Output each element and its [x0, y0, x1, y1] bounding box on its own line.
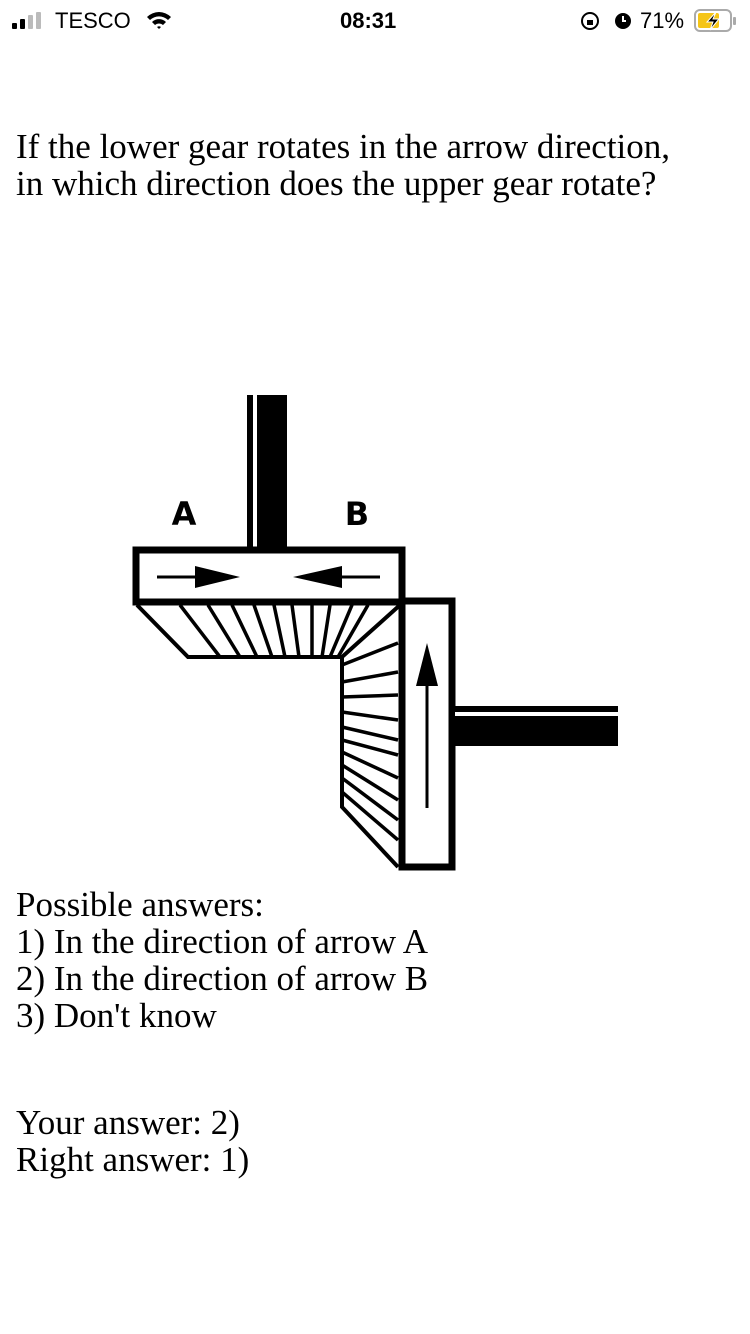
label-a: A [172, 495, 197, 533]
right-answer: Right answer: 1) [16, 1140, 250, 1179]
arrow-b-icon [293, 566, 380, 588]
alarm-icon [615, 13, 631, 29]
lower-gear-teeth [340, 641, 400, 869]
your-answer: Your answer: 2) [16, 1103, 240, 1142]
question-text: If the lower gear rotates in the arrow d… [16, 128, 736, 202]
answer-option-2: 2) In the direction of arrow B [16, 959, 429, 998]
label-b: B [345, 495, 369, 533]
rotation-arrow-icon [416, 643, 438, 808]
question-line-1: If the lower gear rotates in the arrow d… [16, 127, 671, 166]
clock-time: 08:31 [340, 8, 397, 33]
battery-percent: 71% [640, 8, 685, 33]
carrier-name: TESCO [55, 8, 131, 33]
gear-diagram: A B [132, 395, 618, 871]
question-line-2: in which direction does the upper gear r… [16, 164, 657, 203]
wifi-icon [147, 12, 171, 29]
arrow-a-icon [157, 566, 240, 588]
battery-charging-icon [694, 9, 736, 32]
answer-option-3: 3) Don't know [16, 996, 217, 1035]
signal-icon [12, 12, 41, 29]
status-bar: TESCO 08:31 71% [0, 0, 750, 40]
answer-result: Your answer: 2) Right answer: 1) [16, 1104, 249, 1178]
answer-option-1: 1) In the direction of arrow A [16, 922, 429, 961]
possible-answers: Possible answers: 1) In the direction of… [16, 886, 428, 1034]
answers-heading: Possible answers: [16, 885, 264, 924]
orientation-lock-icon [581, 12, 599, 30]
upper-gear-teeth [135, 603, 402, 659]
